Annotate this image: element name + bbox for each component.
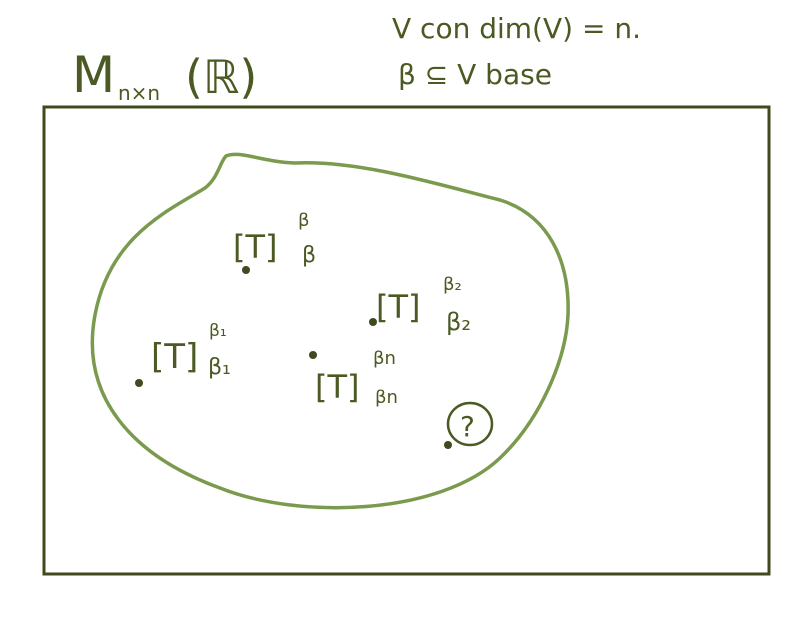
- matrix-space-title: M n×n (ℝ): [72, 46, 257, 105]
- point-dot: [309, 351, 317, 359]
- point-label-base: [T]: [376, 288, 421, 326]
- point-label-superscript: β₂: [443, 274, 462, 295]
- matrix-space-frame: [42, 105, 771, 576]
- point-label-base: [T]: [151, 337, 198, 377]
- point-label-subscript: β₂: [446, 308, 471, 336]
- point-t-beta1: [T] β₁ β₁: [135, 321, 231, 387]
- point-dot: [242, 266, 250, 274]
- point-t-beta2: [T] β₂ β₂: [369, 274, 471, 336]
- point-label-superscript: β₁: [209, 321, 227, 341]
- point-t-beta: [T] β β: [233, 210, 316, 274]
- point-unknown: ?: [444, 401, 494, 449]
- question-mark: ?: [460, 410, 475, 443]
- point-dot: [444, 441, 452, 449]
- representation-set-blob: [90, 152, 570, 510]
- point-label-superscript: β: [298, 210, 310, 231]
- point-dot: [369, 318, 377, 326]
- point-dot: [135, 379, 143, 387]
- point-t-betan: [T] βn βn: [309, 348, 398, 408]
- point-label-base: [T]: [233, 228, 278, 266]
- point-label-subscript: β₁: [208, 355, 231, 380]
- header-note-line2: β ⊆ V base: [398, 58, 552, 91]
- title-subscript: n×n: [118, 81, 160, 105]
- point-label-base: [T]: [315, 368, 360, 406]
- title-space-letter: M: [72, 46, 115, 104]
- question-circle: [446, 401, 494, 447]
- point-label-superscript: βn: [373, 348, 396, 369]
- title-field: (ℝ): [185, 50, 257, 104]
- point-label-subscript: βn: [375, 387, 398, 408]
- point-label-subscript: β: [302, 243, 316, 268]
- header-note: V con dim(V) = n. β ⊆ V base: [392, 12, 641, 91]
- header-note-line1: V con dim(V) = n.: [392, 12, 641, 45]
